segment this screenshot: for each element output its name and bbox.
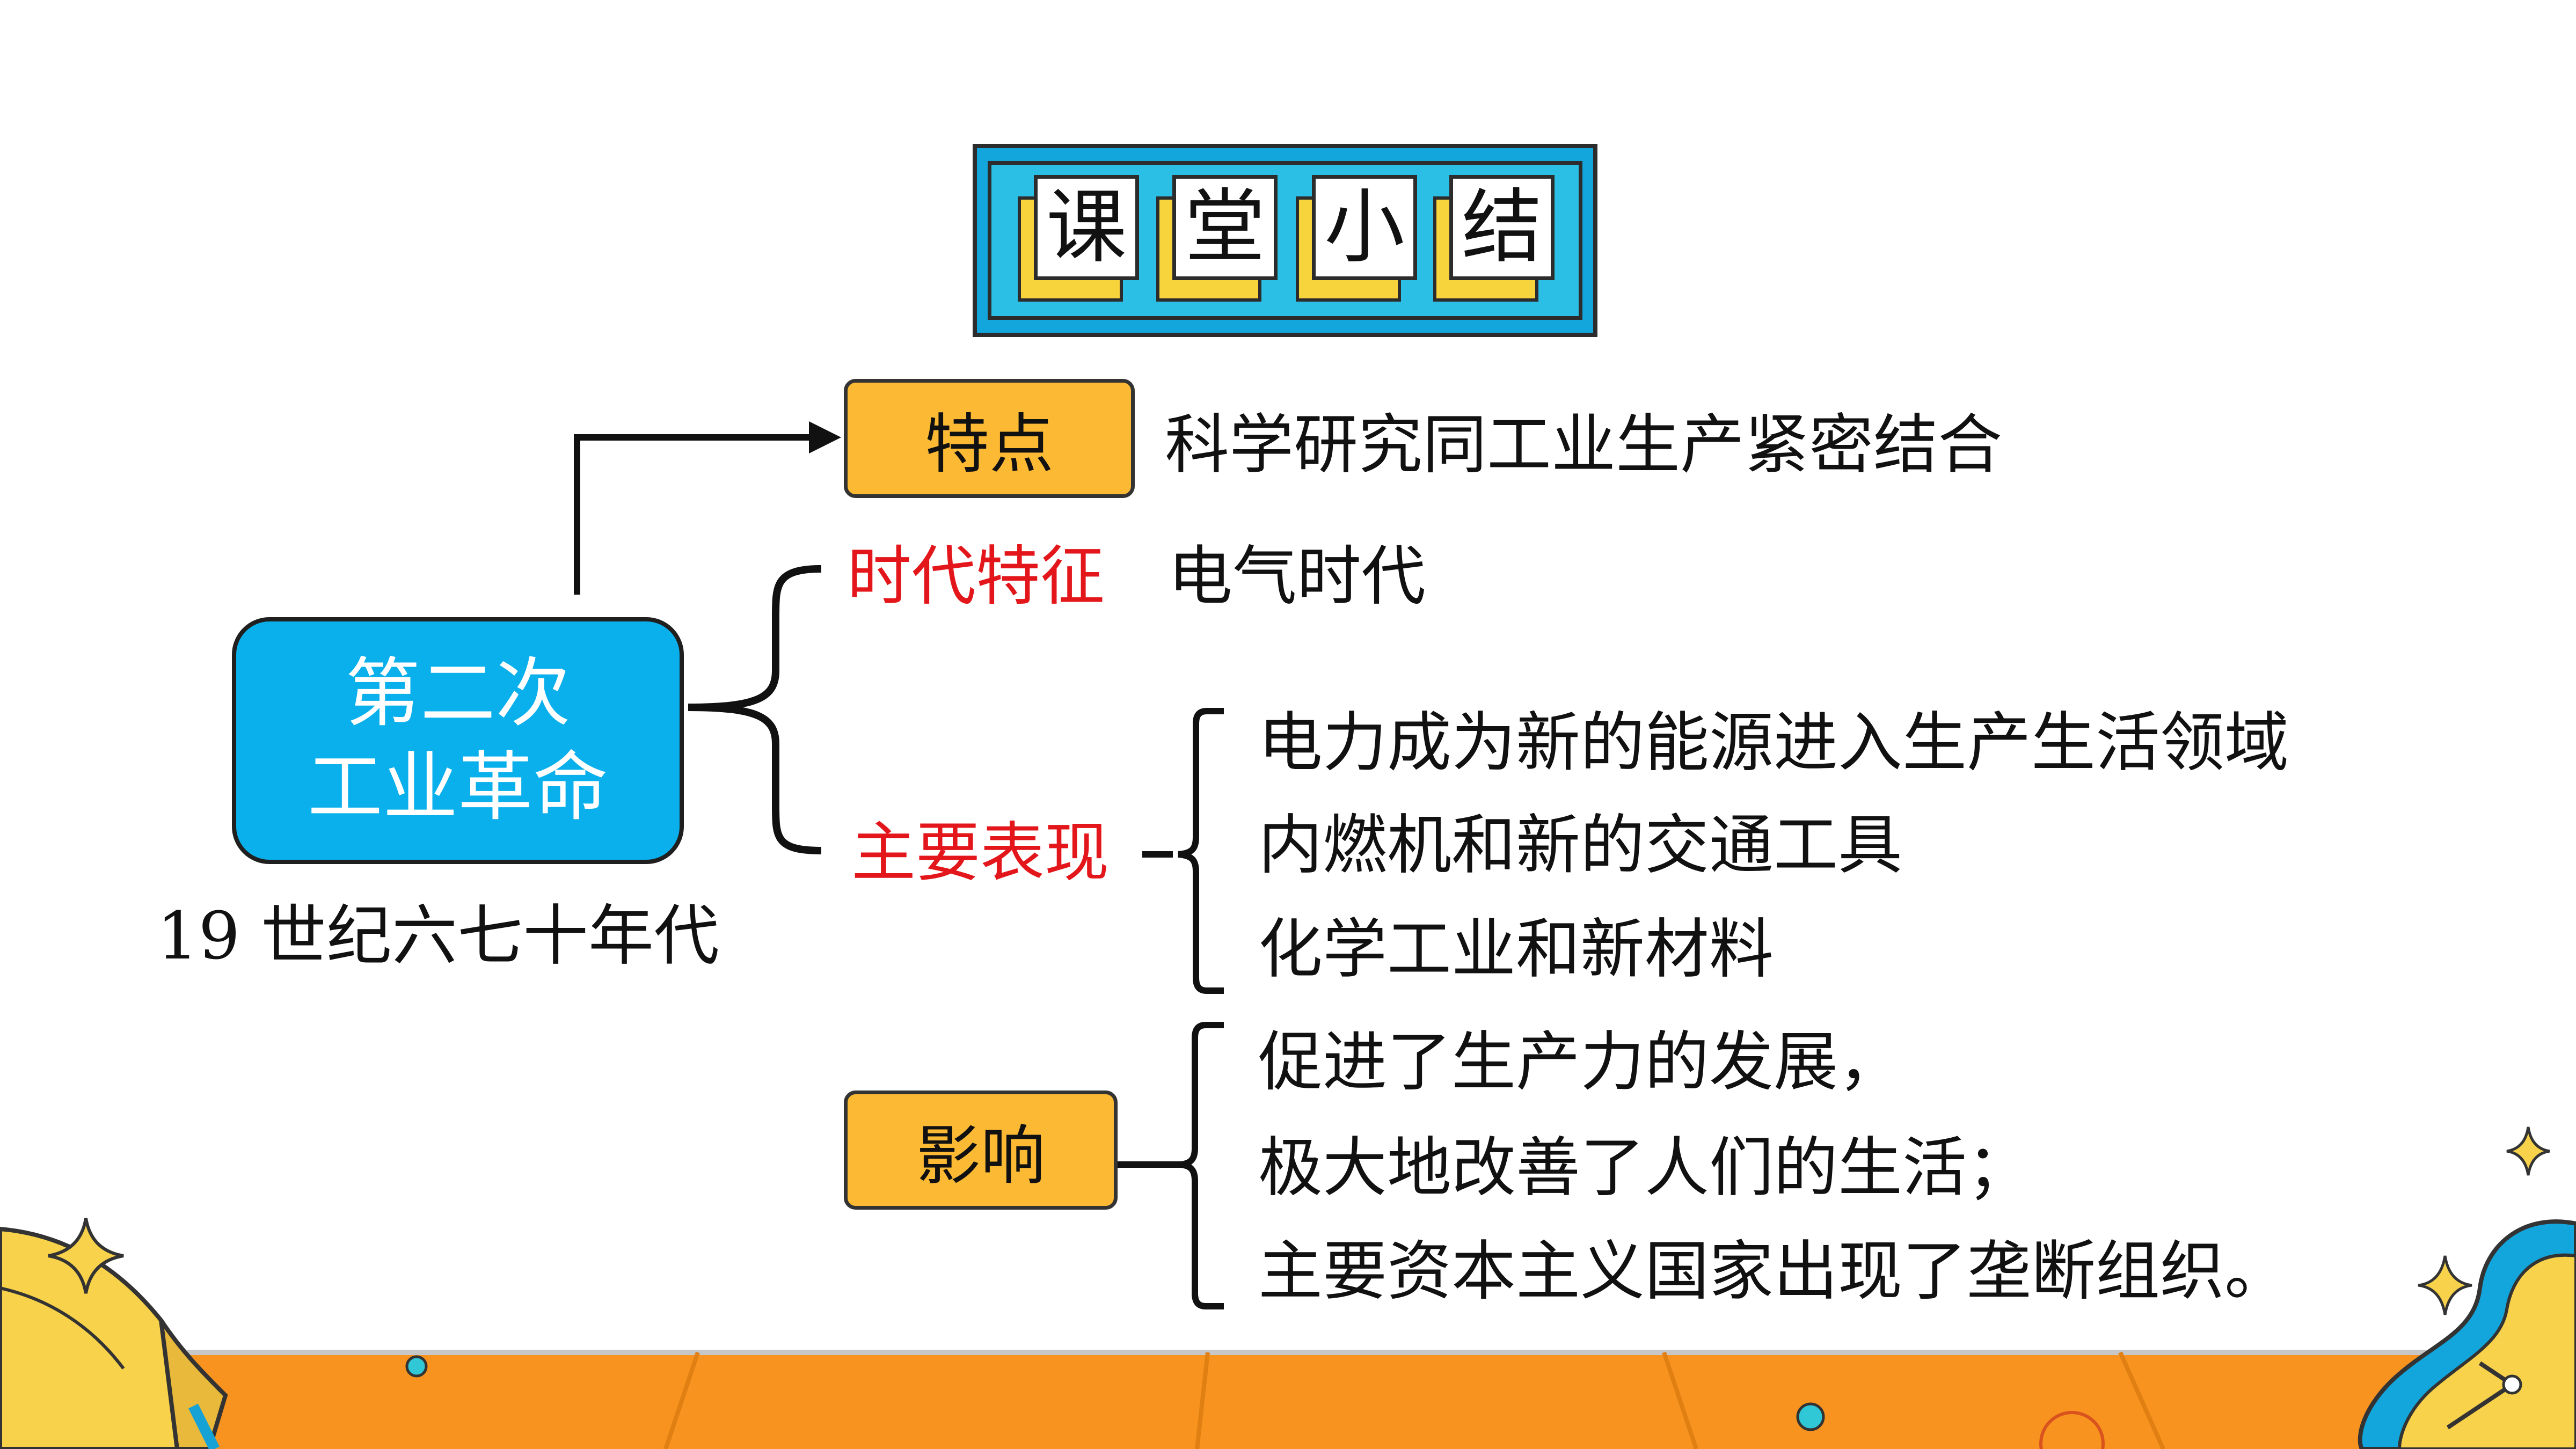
impact-item: 极大地改善了人们的生活；	[1258, 1131, 2031, 1205]
sparkle-icon	[48, 1218, 124, 1294]
impact-brace	[1180, 1022, 1224, 1309]
features-text: 科学研究同工业生产紧密结合	[1165, 408, 2002, 482]
footer-band	[0, 1352, 2576, 1449]
central-node-line1: 第二次	[345, 650, 571, 737]
performance-brace	[1178, 708, 1224, 994]
title-char: 课	[1034, 175, 1139, 280]
era-text: 电气时代	[1168, 539, 1426, 614]
arrow-to-features	[574, 421, 841, 595]
features-label: 特点	[844, 379, 1135, 498]
central-node-line2: 工业革命	[307, 744, 608, 831]
title-char: 小	[1312, 175, 1417, 280]
impact-item: 促进了生产力的发展，	[1258, 1025, 1902, 1100]
main-brace	[688, 565, 822, 854]
title-char: 堂	[1172, 175, 1278, 280]
sparkle-icon	[2506, 1126, 2550, 1176]
central-node: 第二次 工业革命	[232, 617, 684, 864]
performance-label: 主要表现	[851, 816, 1109, 890]
impact-item: 主要资本主义国家出现了垄断组织。	[1258, 1234, 2289, 1309]
dot-icon	[405, 1355, 428, 1378]
clock-icon	[2358, 1219, 2576, 1449]
title-char: 结	[1449, 175, 1555, 280]
dot-icon	[1796, 1402, 1825, 1431]
performance-item: 内燃机和新的交通工具	[1258, 808, 1902, 883]
performance-item: 化学工业和新材料	[1258, 912, 1774, 987]
impact-label: 影响	[844, 1091, 1118, 1210]
time-period: 19 世纪六七十年代	[157, 898, 720, 974]
book-icon	[0, 1226, 228, 1449]
sparkle-icon	[2418, 1255, 2472, 1315]
performance-item: 电力成为新的能源进入生产生活领域	[1258, 706, 2289, 780]
era-label: 时代特征	[847, 539, 1105, 614]
